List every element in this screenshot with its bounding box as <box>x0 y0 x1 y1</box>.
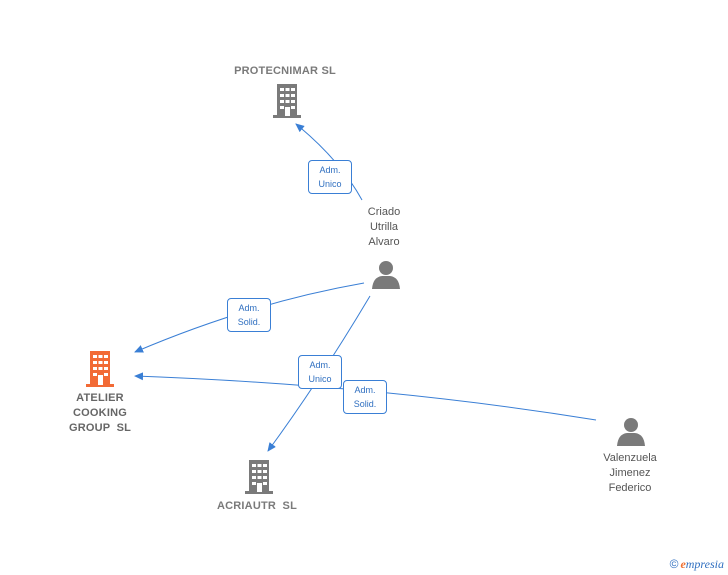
edge-label-valenzuela-atelier[interactable]: Adm. Solid. <box>343 380 387 414</box>
node-protecnimar-name: PROTECNIMAR SL <box>234 65 336 77</box>
brand-initial: e <box>680 557 686 571</box>
building-icon[interactable] <box>271 84 303 118</box>
copyright-symbol: © <box>669 557 679 571</box>
node-valenzuela-label[interactable]: Valenzuela Jimenez Federico <box>583 451 677 496</box>
person-icon[interactable] <box>371 260 401 290</box>
node-protecnimar-label[interactable]: PROTECNIMAR SL <box>205 64 365 79</box>
node-criado-line3: Alvaro <box>368 236 400 248</box>
edge-label-line2: Unico <box>308 374 332 384</box>
node-criado-line2: Utrilla <box>369 221 399 233</box>
edge-label-criado-atelier[interactable]: Adm. Solid. <box>227 298 271 332</box>
node-criado-label[interactable]: Criado Utrilla Alvaro <box>344 205 424 250</box>
building-icon[interactable] <box>243 460 275 494</box>
node-criado-line1: Criado <box>367 206 401 218</box>
building-icon-focus[interactable] <box>84 351 116 387</box>
node-atelier-line3: GROUP SL <box>68 422 132 434</box>
edge-label-line1: Adm. <box>309 360 331 370</box>
person-icon[interactable] <box>616 417 646 447</box>
edge-label-line2: Solid. <box>353 399 377 409</box>
edge-label-line1: Adm. <box>319 165 341 175</box>
node-acriautr-label[interactable]: ACRIAUTR SL <box>190 499 324 514</box>
edge-label-criado-protecnimar[interactable]: Adm. Unico <box>308 160 352 194</box>
node-valenzuela-line3: Federico <box>608 482 652 494</box>
node-atelier-label[interactable]: ATELIER COOKING GROUP SL <box>48 391 152 436</box>
brand-name: mpresia <box>685 557 724 571</box>
node-acriautr-name: ACRIAUTR SL <box>216 500 297 512</box>
node-valenzuela-line2: Jimenez <box>609 467 651 479</box>
edge-label-line2: Unico <box>318 179 342 189</box>
node-atelier-line1: ATELIER <box>76 392 124 404</box>
node-atelier-line2: COOKING <box>73 407 127 419</box>
edge-label-line2: Solid. <box>237 317 261 327</box>
edge-label-criado-acriautr[interactable]: Adm. Unico <box>298 355 342 389</box>
node-valenzuela-line1: Valenzuela <box>603 452 657 464</box>
empresia-watermark[interactable]: ©empresia <box>670 557 724 572</box>
edge-label-line1: Adm. <box>238 303 260 313</box>
edge-label-line1: Adm. <box>354 385 376 395</box>
